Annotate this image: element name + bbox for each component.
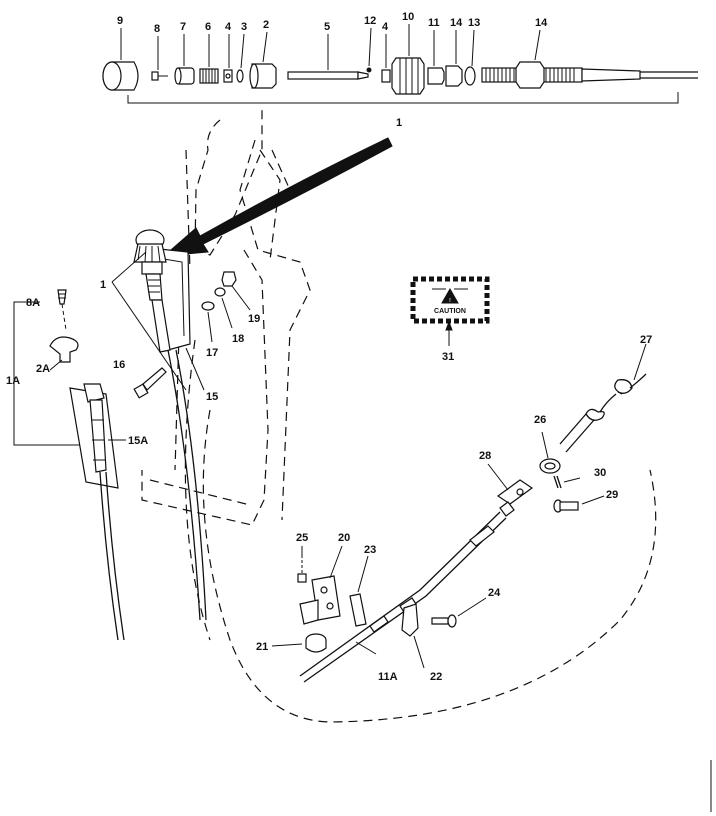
part-14-nut <box>445 65 463 87</box>
part-23-strap <box>349 593 367 627</box>
caution-word: CAUTION <box>434 308 466 315</box>
part-2-bushing <box>249 63 277 89</box>
part-6-spring <box>199 68 219 84</box>
assembly-bracket <box>127 92 679 104</box>
part-25-screw <box>297 560 307 583</box>
part-11-collar <box>427 67 445 85</box>
callout-3: 3 <box>241 21 247 33</box>
callout-18: 18 <box>232 333 244 345</box>
instrument-panel-outline <box>141 110 657 723</box>
part-22-clamp <box>401 603 419 637</box>
callout-20: 20 <box>338 532 350 544</box>
part-10-ratchet-knob <box>391 57 425 95</box>
callout-23: 23 <box>364 544 376 556</box>
callout-13: 13 <box>468 17 480 29</box>
bracket-clamp-assembly <box>271 545 487 669</box>
top-leader-lines <box>120 24 541 70</box>
part-24-screw <box>431 614 457 628</box>
callout-14-second: 14 <box>535 17 548 29</box>
part-29-pin <box>553 499 579 513</box>
alternate-assembly-1a <box>13 289 126 641</box>
part-14-threaded-sheath <box>481 61 698 89</box>
callout-9: 9 <box>117 15 123 27</box>
part-9-knob <box>102 61 139 91</box>
part-27-spring-clip <box>614 379 633 395</box>
callout-29: 29 <box>606 489 618 501</box>
callout-16: 16 <box>113 359 125 371</box>
callout-31: 31 <box>442 351 454 363</box>
callout-15: 15 <box>206 391 218 403</box>
part-19-nut <box>221 271 237 287</box>
callout-1a: 1A <box>6 375 20 387</box>
callout-2a: 2A <box>36 363 50 375</box>
callout-1-top: 1 <box>396 117 402 129</box>
callout-15a: 15A <box>128 435 148 447</box>
callout-14: 14 <box>450 17 463 29</box>
part-16-bolt <box>133 367 167 399</box>
caution-symbol: ! <box>449 298 451 304</box>
linkage-assembly <box>299 343 647 683</box>
part-5-rod <box>287 71 369 80</box>
caution-label-31: ! CAUTION <box>410 276 490 346</box>
part-12-ball <box>366 67 372 73</box>
callout-26: 26 <box>534 414 546 426</box>
part-7-sleeve <box>174 67 195 85</box>
callout-25: 25 <box>296 532 308 544</box>
part-8-screw <box>151 71 168 81</box>
exploded-cable-assembly <box>102 24 698 104</box>
callout-17: 17 <box>206 347 218 359</box>
callout-4-second: 4 <box>382 21 389 33</box>
callout-10: 10 <box>402 11 414 23</box>
part-28-clevis <box>496 479 534 517</box>
callout-30: 30 <box>594 467 606 479</box>
callout-8a: 8A <box>26 297 40 309</box>
assembly-1a-bracket <box>13 301 86 446</box>
callout-labels: 9 8 7 6 4 3 2 5 12 4 10 11 14 13 14 1 1 … <box>6 11 652 683</box>
callout-21: 21 <box>256 641 268 653</box>
part-3-washer <box>236 69 244 83</box>
installed-control-assembly <box>111 229 251 621</box>
callout-7: 7 <box>180 21 186 33</box>
part-18-lockwasher <box>214 287 226 297</box>
callout-1-side: 1 <box>100 279 106 291</box>
part-30-cotter-pin <box>553 475 562 489</box>
callout-27: 27 <box>640 334 652 346</box>
part-4-nut-b <box>381 69 391 83</box>
callout-6: 6 <box>205 21 211 33</box>
callout-24: 24 <box>488 587 501 599</box>
callout-2: 2 <box>263 19 269 31</box>
callout-11: 11 <box>428 17 440 29</box>
callout-28: 28 <box>479 450 491 462</box>
part-8a-screw <box>57 289 67 305</box>
part-2a-knob <box>49 336 79 363</box>
part-17-washer <box>201 301 215 311</box>
callout-19: 19 <box>248 313 260 325</box>
part-21-spacer <box>305 633 327 653</box>
callout-11a: 11A <box>378 671 398 683</box>
part-4-nut-a <box>223 69 233 83</box>
callout-8: 8 <box>154 23 160 35</box>
callout-12: 12 <box>364 15 376 27</box>
location-arrow <box>162 137 393 257</box>
callout-5: 5 <box>324 21 330 33</box>
callout-4: 4 <box>225 21 232 33</box>
callout-22: 22 <box>430 671 442 683</box>
part-13-washer <box>464 66 476 86</box>
